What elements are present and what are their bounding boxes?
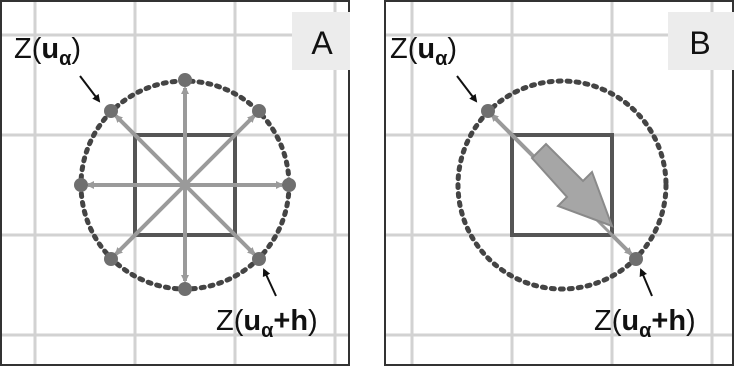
node-s bbox=[178, 282, 192, 296]
panel-letter-box bbox=[292, 12, 350, 70]
block-square bbox=[510, 133, 614, 237]
neighbor-nodes bbox=[74, 73, 296, 296]
panel-letter-box bbox=[668, 12, 734, 70]
node-se bbox=[252, 252, 266, 266]
gradient-direction-arrow bbox=[530, 142, 614, 228]
node-e bbox=[282, 178, 296, 192]
vector-sw bbox=[114, 183, 187, 256]
node-ne bbox=[252, 104, 266, 118]
node-n bbox=[178, 73, 192, 87]
pointer-bottom bbox=[639, 268, 653, 297]
panel-a: A bbox=[0, 0, 350, 366]
panel-border bbox=[384, 0, 734, 366]
panel-b-diagram: B Z(uα) Z(uα+h) bbox=[384, 0, 734, 366]
pointer-top bbox=[456, 75, 478, 103]
diagonal-vector-se bbox=[610, 233, 633, 256]
label-z-u-alpha-plus-h: Z(uα+h) bbox=[594, 305, 696, 342]
pointer-top bbox=[79, 75, 101, 103]
pointer-bottom bbox=[262, 268, 277, 297]
vector-nw bbox=[114, 114, 187, 187]
vector-se bbox=[183, 183, 256, 256]
node-nw bbox=[481, 104, 495, 118]
node-w bbox=[74, 178, 88, 192]
label-z-u-alpha: Z(uα) bbox=[14, 33, 81, 70]
panel-border bbox=[0, 0, 350, 366]
panel-letter: B bbox=[689, 25, 710, 61]
node-sw bbox=[104, 252, 118, 266]
panel-a-diagram: A bbox=[0, 0, 350, 366]
search-neighborhood-circle bbox=[455, 78, 669, 292]
label-z-u-alpha-plus-h: Z(uα+h) bbox=[216, 305, 318, 342]
node-nw bbox=[104, 104, 118, 118]
label-z-u-alpha: Z(uα) bbox=[390, 33, 457, 70]
direction-vectors bbox=[86, 86, 284, 283]
vector-ne bbox=[183, 114, 256, 187]
panel-letter: A bbox=[311, 25, 333, 61]
node-se bbox=[629, 252, 643, 266]
panel-b: B Z(uα) Z(uα+h) bbox=[384, 0, 734, 366]
